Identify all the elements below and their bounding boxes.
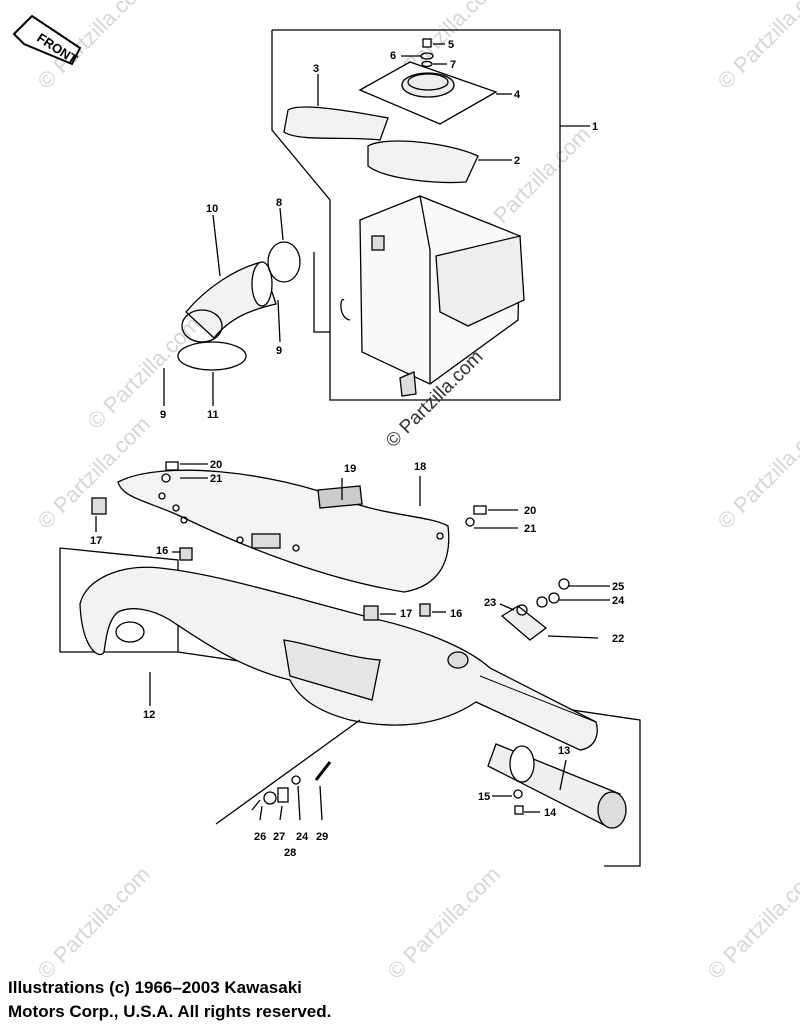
callout-number: 24: [296, 831, 309, 843]
silencer-insert: [487, 743, 627, 829]
callout-number: 1: [592, 121, 598, 133]
callout-number: 8: [276, 197, 282, 209]
callout-number: 17: [90, 535, 102, 547]
airbox-group-bracket: [271, 29, 561, 401]
callout-number: 23: [484, 597, 496, 609]
callout-number: 21: [210, 473, 222, 485]
callout-number: 14: [544, 807, 557, 819]
bolt-washer-stack: [401, 38, 447, 68]
front-arrow-icon: FRONT: [12, 14, 82, 67]
intake-boot: [181, 261, 277, 343]
callout-number: 27: [273, 831, 285, 843]
callout-numbers: 1 2 3 4 5 6 7 8 9 9 10 11 12 13 14 15 16…: [90, 39, 625, 859]
callout-number: 9: [276, 345, 282, 357]
callout-number: 26: [254, 831, 266, 843]
air-cleaner-housing: [340, 195, 525, 397]
hardware-bolts: [91, 461, 570, 815]
callout-number: 6: [390, 50, 396, 62]
callout-number: 22: [612, 633, 624, 645]
callout-number: 13: [558, 745, 570, 757]
copyright-line-1: Illustrations (c) 1966–2003 Kawasaki: [8, 978, 302, 997]
callout-number: 5: [448, 39, 454, 51]
callout-number: 21: [524, 523, 536, 535]
heat-shield: [117, 469, 450, 593]
callout-number: 2: [514, 155, 520, 167]
callout-number: 4: [514, 89, 521, 101]
callout-number: 9: [160, 409, 166, 421]
callout-number: 25: [612, 581, 624, 593]
label-plate: [317, 485, 363, 509]
callout-number: 28: [284, 847, 296, 859]
callout-number: 7: [450, 59, 456, 71]
callout-number: 20: [210, 459, 222, 471]
callout-number: 20: [524, 505, 536, 517]
muffler: [79, 566, 598, 751]
callout-number: 16: [156, 545, 168, 557]
callout-number: 24: [612, 595, 625, 607]
callout-number: 18: [414, 461, 426, 473]
callout-number: 10: [206, 203, 218, 215]
callout-number: 29: [316, 831, 328, 843]
callout-number: 11: [207, 409, 219, 421]
air-filter-element-2: [367, 140, 512, 184]
callout-number: 3: [313, 63, 319, 75]
callout-number: 17: [400, 608, 412, 620]
air-filter-cover-plate: [358, 61, 498, 125]
hose-clamp: [267, 241, 301, 283]
mount-bracket: [500, 605, 548, 641]
callout-number: 16: [450, 608, 462, 620]
callout-number: 15: [478, 791, 490, 803]
air-filter-element: [283, 74, 389, 141]
copyright-line-2: Motors Corp., U.S.A. All rights reserved…: [8, 1002, 332, 1021]
hose-clamp: [177, 341, 247, 371]
callout-number: 19: [344, 463, 356, 475]
callout-number: 12: [143, 709, 155, 721]
